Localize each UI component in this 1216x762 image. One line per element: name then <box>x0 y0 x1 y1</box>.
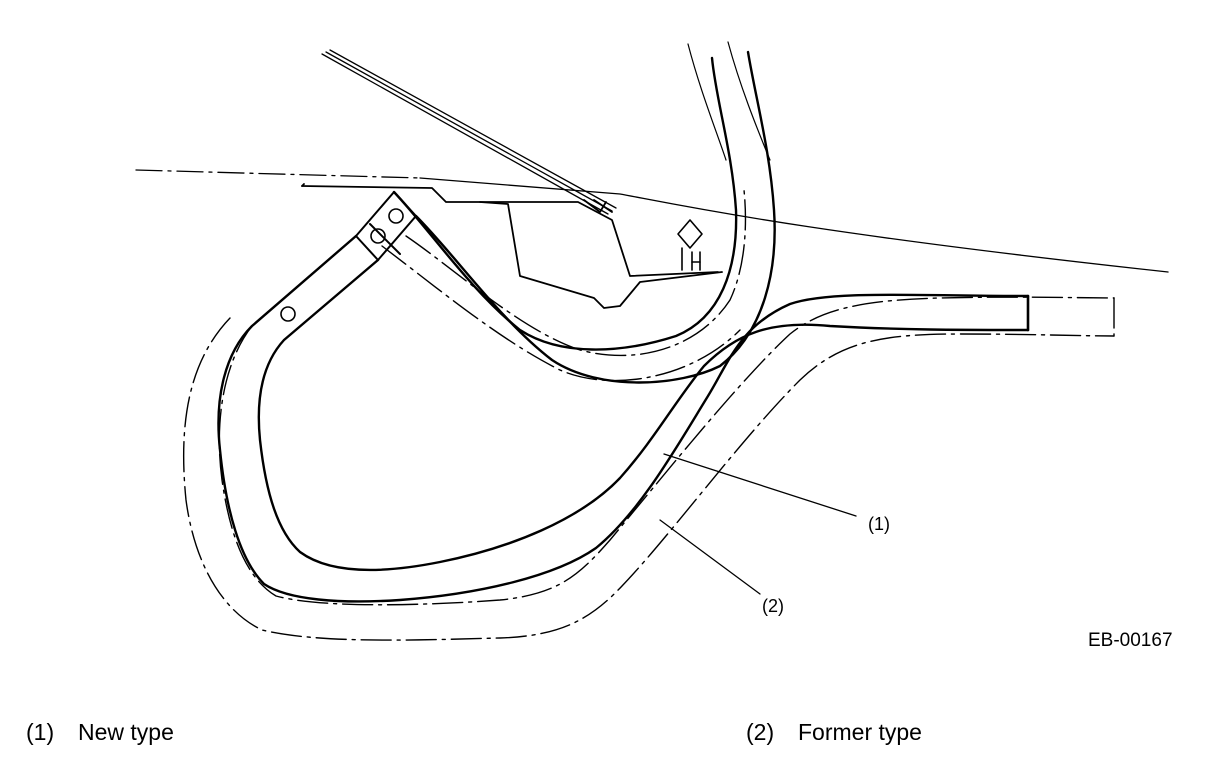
new-type-hose-upper <box>392 50 776 384</box>
former-type-hose-upper <box>381 189 747 382</box>
legend-item-new-type: (1) New type <box>26 718 174 746</box>
body-panel-lines <box>321 49 617 215</box>
callout-new-type: (1) <box>868 514 890 534</box>
floor-panel-line <box>135 169 1169 273</box>
legend-label: New type <box>78 719 174 745</box>
legend-number: (1) <box>26 719 55 745</box>
leader-line-new <box>663 453 857 517</box>
figure-code: EB-00167 <box>1088 630 1173 651</box>
bolt-hole-icon <box>388 208 404 224</box>
bolt-hole-icon <box>370 228 386 244</box>
legend-number: (2) <box>746 719 775 745</box>
callout-former-type: (2) <box>762 596 784 616</box>
hose-clip-icon <box>677 219 703 271</box>
leader-line-former <box>659 519 761 595</box>
legend-label: Former type <box>798 719 922 745</box>
pillar-lines <box>687 41 771 161</box>
mounting-holes <box>280 208 404 322</box>
leader-lines <box>659 453 857 595</box>
new-type-hose <box>217 234 1030 603</box>
mounting-bracket <box>301 183 723 309</box>
former-type-hose <box>182 296 1115 641</box>
legend-item-former-type: (2) Former type <box>746 718 922 746</box>
bolt-hole-icon <box>280 306 296 322</box>
hose-routing-diagram: (1) (2) EB-00167 <box>135 41 1173 651</box>
